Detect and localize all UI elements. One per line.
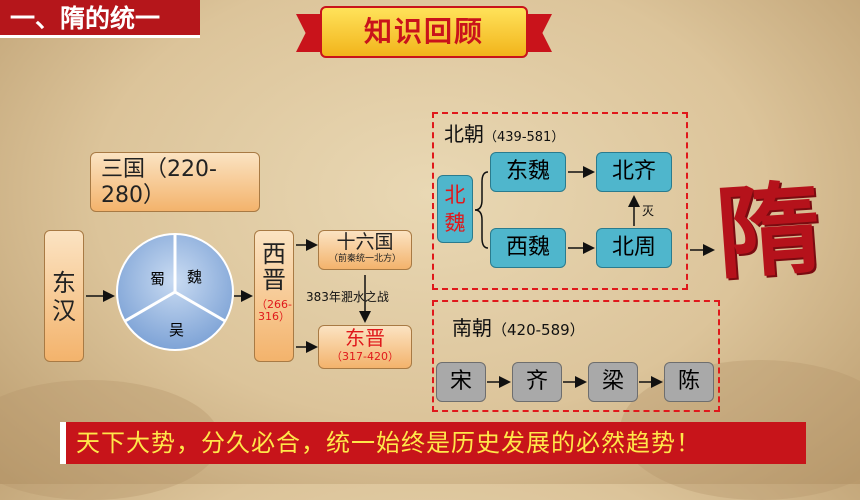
feishui-label: 383年淝水之战	[306, 290, 389, 304]
chen-box: 陈	[664, 362, 714, 402]
liang-box: 梁	[588, 362, 638, 402]
dongjin-box: 东晋 （317-420）	[318, 325, 412, 369]
mie-label: 灭	[642, 204, 655, 218]
conclusion-bar: 天下大势，分久必合，统一始终是历史发展的必然趋势！	[60, 422, 806, 464]
shiliuguo-note: （前秦统一北方）	[328, 254, 401, 264]
south-label-wrap: 南朝（420-589）	[452, 312, 585, 341]
xijin-name: 西晋	[262, 240, 286, 294]
north-dates: （439-581）	[484, 130, 565, 145]
beiqi-box: 北齐	[596, 152, 672, 192]
dongjin-dates: （317-420）	[331, 350, 399, 363]
section-title: 一、隋的统一	[0, 0, 200, 38]
dongwei-box: 东魏	[490, 152, 566, 192]
shiliuguo-name: 十六国	[336, 231, 394, 253]
south-label: 南朝	[452, 316, 492, 340]
pie-label-shu: 蜀	[150, 270, 165, 288]
sui-calligraphy: 隋	[711, 168, 826, 294]
dongjin-name: 东晋	[345, 326, 385, 350]
shiliuguo-box: 十六国 （前秦统一北方）	[318, 230, 412, 270]
south-dates: （420-589）	[492, 321, 585, 339]
north-label: 北朝	[444, 122, 484, 146]
south-dynasties-frame: 南朝（420-589）	[432, 300, 720, 412]
review-banner: 知识回顾	[320, 6, 528, 58]
xijin-box: 西晋 （266-316）	[254, 230, 294, 362]
pie-label-wei: 魏	[187, 268, 202, 286]
north-dynasties-frame: 北朝（439-581）	[432, 112, 688, 290]
beizhou-box: 北周	[596, 228, 672, 268]
xiwei-box: 西魏	[490, 228, 566, 268]
sanguo-box: 三国（220-280）	[90, 152, 260, 212]
beiwei-box: 北魏	[437, 175, 473, 243]
sanguo-pie: 蜀 魏 吴	[116, 233, 234, 351]
qi-box: 齐	[512, 362, 562, 402]
pie-label-wu: 吴	[169, 321, 184, 339]
song-box: 宋	[436, 362, 486, 402]
north-label-wrap: 北朝（439-581）	[444, 118, 564, 147]
donghan-box: 东汉	[44, 230, 84, 362]
xijin-dates: （266-316）	[256, 298, 292, 323]
